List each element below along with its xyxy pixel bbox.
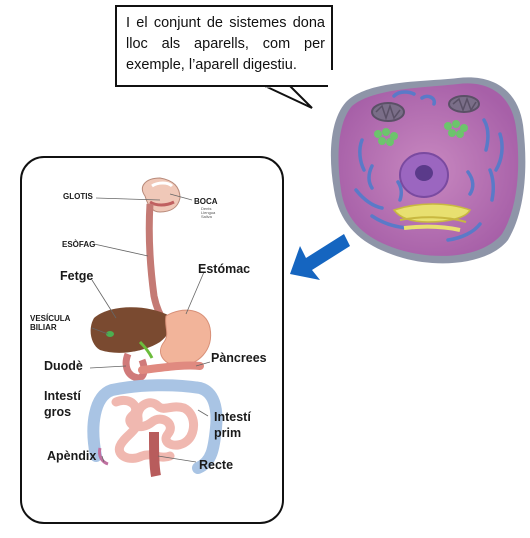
label-pancrees: Pàncrees [211, 351, 267, 365]
label-vesicula-2: BILIAR [30, 323, 57, 332]
label-estomac: Estómac [198, 262, 251, 276]
label-intesti-gros-2: gros [44, 405, 72, 419]
animal-cell-model-illustration [328, 70, 530, 270]
label-intesti-gros-1: Intestí [44, 389, 81, 403]
label-recte: Recte [199, 458, 234, 472]
label-esofag: ESÒFAG [62, 240, 96, 249]
label-apendix: Apèndix [47, 449, 97, 463]
label-vesicula-1: VESÍCULA [30, 314, 71, 323]
label-boca-llengua: Llengua [201, 210, 216, 215]
label-boca: BOCA [194, 197, 218, 206]
label-glotis: GLOTIS [63, 192, 93, 201]
speech-bubble-text: I el conjunt de sistemes dona lloc als a… [126, 15, 325, 73]
speech-bubble: I el conjunt de sistemes dona lloc als a… [115, 5, 333, 87]
blue-arrow-icon [290, 234, 350, 280]
label-intesti-prim-2: prim [214, 426, 242, 440]
digestive-system-illustration [87, 177, 223, 477]
label-duode: Duodè [44, 359, 83, 373]
label-boca-saliva: Saliva [201, 214, 212, 219]
text-cursor [20, 335, 21, 351]
label-fetge: Fetge [60, 269, 94, 283]
label-intesti-prim-1: Intestí [214, 410, 251, 424]
label-boca-dents: Dents [201, 206, 212, 211]
